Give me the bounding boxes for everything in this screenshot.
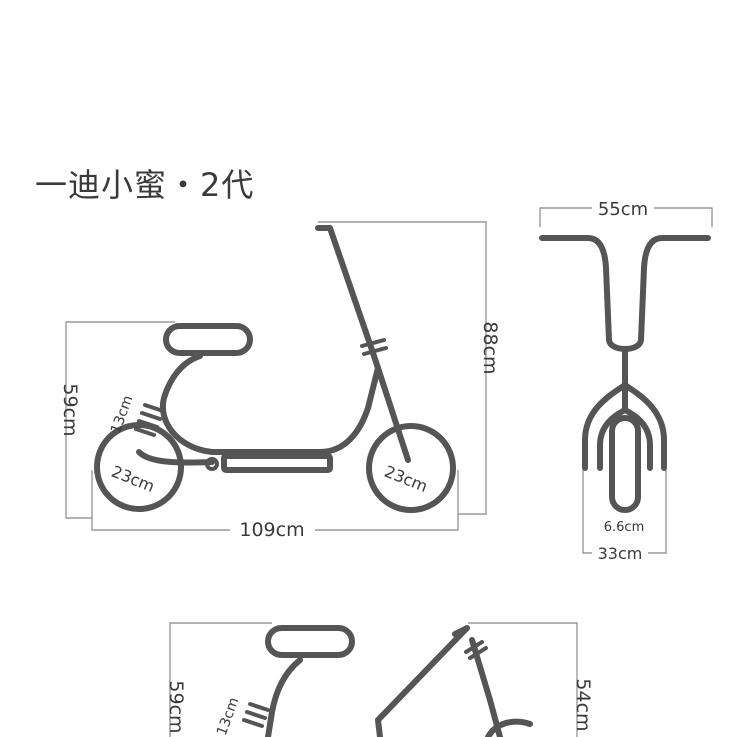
rear-spring [134,403,165,437]
folded-height-dimension-line [468,622,578,737]
rear-wheel [94,422,184,512]
folded-view: 59cm 54cm 13cm [165,622,594,737]
rear-wheel-size-label: 23cm [109,462,158,496]
front-wheel [366,423,456,513]
front-view: 55cm 6.6cm 33cm [539,199,713,563]
tire-width-label: 6.6cm [604,520,645,535]
seat-height-dimension-line [65,321,175,519]
length-label: 109cm [239,519,304,541]
front-fork-inner [597,407,653,471]
folded-seat-height-dimension-line [169,622,272,737]
length-dimension-line-right [315,470,459,531]
folded-steering-column [375,625,470,737]
side-view: 88cm 59cm 109cm 23cm 23cm 13cm [59,221,501,541]
steering-clamp [360,338,388,356]
seat-height-label: 59cm [59,383,81,436]
total-height-label: 88cm [479,321,501,374]
base-width-label: 33cm [598,544,643,563]
folded-front-wheel-arc [485,718,533,737]
front-wheel-size-label: 23cm [382,462,431,496]
folded-seat-height-label: 59cm [165,680,187,733]
main-frame [159,353,381,455]
seat [163,323,253,356]
product-title: 一迪小蜜・2代 [35,166,255,204]
rear-swing-arm [136,449,215,466]
folded-steering-clamp [464,640,488,660]
handlebar-width-label: 55cm [598,199,648,220]
total-height-dimension-line [318,221,487,515]
folded-seat [265,625,355,658]
folded-spring-length-label: 13cm [214,695,242,737]
front-tire [609,415,641,513]
folded-frame [265,657,303,737]
base-width-dimension-line [582,470,667,554]
handlebar [539,235,711,352]
folded-height-label: 54cm [572,678,594,731]
handlebar-width-dimension-line [539,207,713,227]
footboard [221,453,333,473]
folded-rear-spring [242,702,270,728]
length-dimension-line-left [91,470,230,531]
frame-pivot [205,457,219,471]
front-fork [582,382,667,471]
spring-length-label: 13cm [108,393,136,435]
